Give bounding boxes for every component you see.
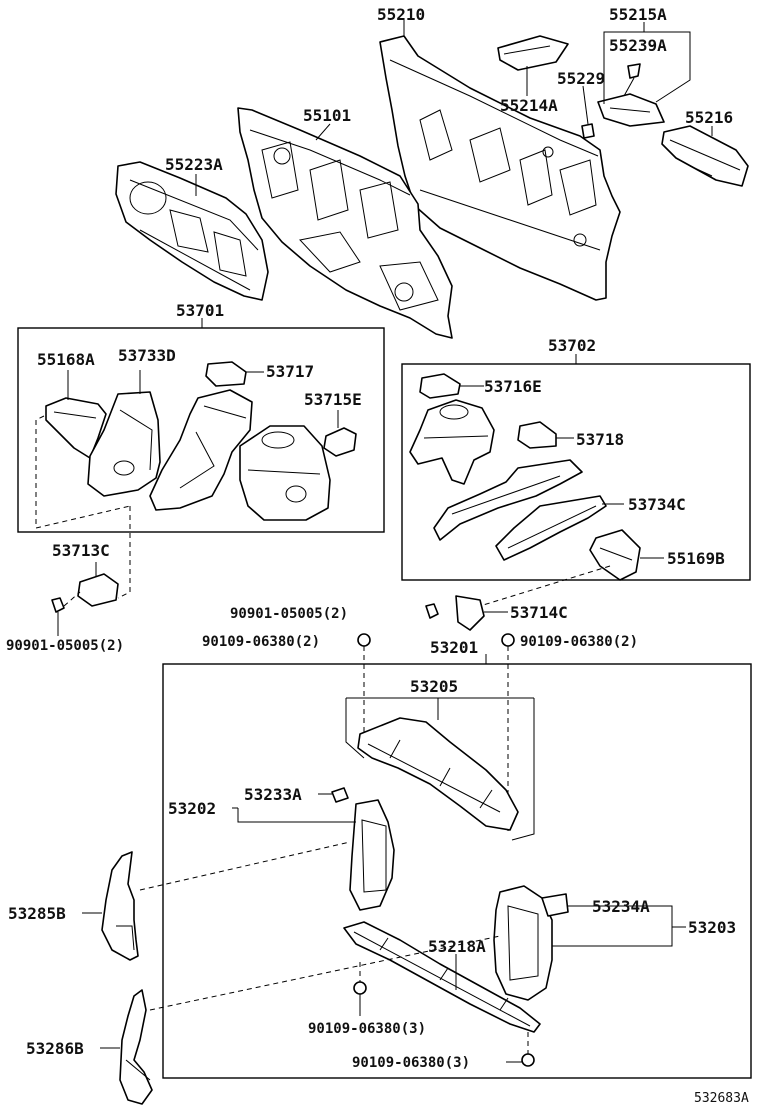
- label-53718: 53718: [576, 430, 624, 449]
- part-53715E-bracket[interactable]: [323, 410, 357, 457]
- label-53734C: 53734C: [628, 495, 686, 514]
- label-53701: 53701: [176, 301, 224, 320]
- part-53714C-bracket[interactable]: [455, 595, 508, 631]
- part-53205-radiator-support-upper[interactable]: [357, 717, 519, 831]
- label-55214A: 55214A: [500, 96, 558, 115]
- label-55210: 55210: [377, 5, 425, 24]
- part-53718-bracket[interactable]: [517, 421, 574, 449]
- part-53202-radiator-support-side-left[interactable]: [349, 799, 395, 911]
- label-53202: 53202: [168, 799, 216, 818]
- part-53701-apron-center[interactable]: [149, 389, 253, 511]
- label-53713C: 53713C: [52, 541, 110, 560]
- label-53203: 53203: [688, 918, 736, 937]
- part-55169B-bracket[interactable]: [589, 529, 664, 581]
- part-53285B-air-guide-left[interactable]: [82, 841, 351, 961]
- part-90109-bolt-top-left[interactable]: [357, 633, 371, 742]
- part-55239A-clip[interactable]: [623, 63, 641, 97]
- box-53201-assembly: [162, 663, 752, 1079]
- part-90109-bolt-bottom-2[interactable]: [506, 1032, 535, 1067]
- label-90901-left: 90901-05005(2): [6, 638, 124, 654]
- part-55216-duct[interactable]: [661, 125, 749, 187]
- label-53205: 53205: [410, 677, 458, 696]
- label-53715E: 53715E: [304, 390, 362, 409]
- label-53717: 53717: [266, 362, 314, 381]
- label-90901-mid: 90901-05005(2): [230, 606, 348, 622]
- part-55101-dash-panel[interactable]: [237, 107, 453, 339]
- label-53702: 53702: [548, 336, 596, 355]
- part-90901-bolt-left[interactable]: [51, 591, 81, 636]
- label-55239A: 55239A: [609, 36, 667, 55]
- label-55101: 55101: [303, 106, 351, 125]
- label-53233A: 53233A: [244, 785, 302, 804]
- label-53218A: 53218A: [428, 937, 486, 956]
- label-55223A: 55223A: [165, 155, 223, 174]
- part-53218A-radiator-support-lower[interactable]: [343, 921, 541, 1033]
- part-53701-suspension-tower[interactable]: [239, 425, 331, 521]
- label-53714C: 53714C: [510, 603, 568, 622]
- label-55168A: 55168A: [37, 350, 95, 369]
- label-90109-bottom-1: 90109-06380(3): [308, 1021, 426, 1037]
- part-53733D-apron-panel[interactable]: [87, 370, 161, 497]
- label-53234A: 53234A: [592, 897, 650, 916]
- part-53233A-bracket[interactable]: [318, 787, 349, 803]
- part-55210-dash-panel[interactable]: [379, 35, 621, 301]
- label-90109-top-left: 90109-06380(2): [202, 634, 320, 650]
- part-55229-clip[interactable]: [581, 123, 595, 139]
- label-53286B: 53286B: [26, 1039, 84, 1058]
- part-53702-suspension-tower[interactable]: [409, 399, 495, 485]
- part-90109-bolt-bottom-1[interactable]: [353, 962, 367, 1016]
- part-55214A-cover[interactable]: [497, 35, 569, 96]
- part-90901-bolt-mid[interactable]: [425, 603, 439, 619]
- part-55223A-silencer-pad[interactable]: [115, 161, 269, 301]
- part-53702-apron[interactable]: [433, 459, 583, 541]
- label-55169B: 55169B: [667, 549, 725, 568]
- box-53701-assembly: [17, 327, 385, 533]
- part-53713C-bracket[interactable]: [77, 562, 119, 607]
- label-90109-top-right: 90109-06380(2): [520, 634, 638, 650]
- label-55229: 55229: [557, 69, 605, 88]
- label-53201: 53201: [430, 638, 478, 657]
- part-53717-bracket[interactable]: [205, 361, 264, 387]
- label-53716E: 53716E: [484, 377, 542, 396]
- part-53286B-air-guide-left-lower[interactable]: [100, 935, 501, 1105]
- label-53733D: 53733D: [118, 346, 176, 365]
- diagram-reference-code: 532683A: [694, 1091, 749, 1106]
- label-53285B: 53285B: [8, 904, 66, 923]
- part-53203-radiator-support-side-right[interactable]: [493, 885, 569, 1001]
- label-55215A: 55215A: [609, 5, 667, 24]
- label-90109-bottom-2: 90109-06380(3): [352, 1055, 470, 1071]
- part-55215A-bracket[interactable]: [597, 93, 665, 127]
- label-55216: 55216: [685, 108, 733, 127]
- part-53716E-bracket[interactable]: [419, 373, 484, 399]
- part-53734C-apron-panel[interactable]: [495, 495, 624, 561]
